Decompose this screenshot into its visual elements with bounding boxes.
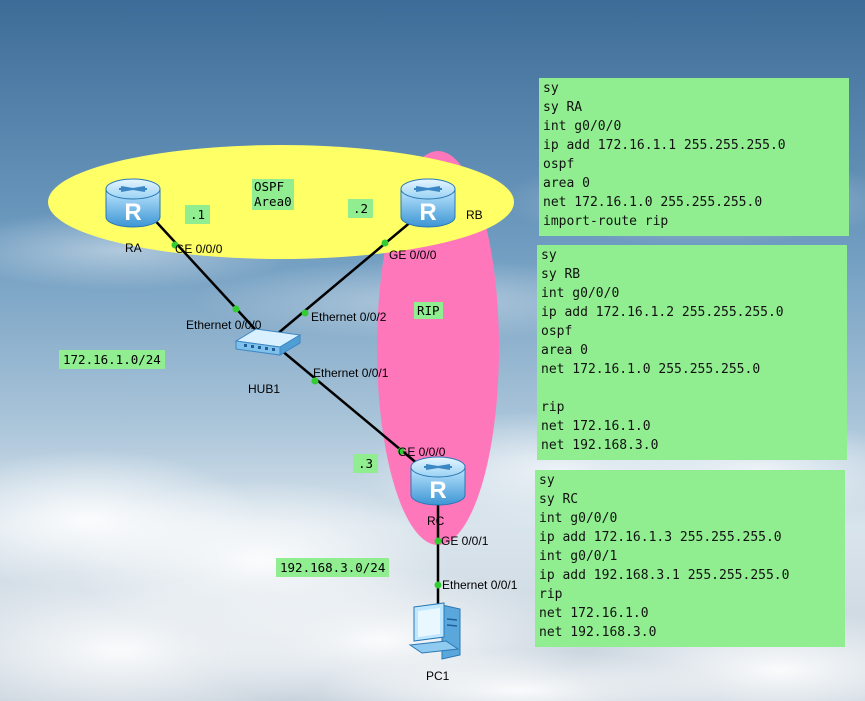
port-dot-ra	[171, 241, 179, 249]
config-line: int g0/0/0	[543, 119, 622, 134]
router-icon[interactable]: R	[400, 178, 456, 228]
rip-zone-label: RIP	[414, 302, 443, 319]
device-name-rb: RB	[466, 208, 483, 222]
config-line: ospf	[543, 157, 575, 172]
config-line: ospf	[541, 324, 573, 339]
config-line: net 172.16.1.0	[541, 419, 651, 434]
port-label-rb-ge: GE 0/0/0	[389, 248, 437, 262]
config-line: ip add 172.16.1.3 255.255.255.0	[539, 530, 782, 545]
port-label-hub-e2: Ethernet 0/0/2	[311, 310, 387, 324]
config-line: rip	[539, 587, 563, 602]
config-line: area 0	[543, 176, 590, 191]
network-lan2-label: 192.168.3.0/24	[276, 558, 390, 577]
config-line: ip add 192.168.3.1 255.255.255.0	[539, 568, 790, 583]
ospf-label-line1: OSPF	[254, 179, 285, 194]
config-line: net 172.16.1.0 255.255.255.0	[541, 362, 761, 377]
config-line: sy	[543, 81, 559, 96]
link-hub-rc	[274, 344, 438, 481]
svg-text:R: R	[124, 199, 141, 226]
port-dot-pc	[434, 581, 442, 589]
svg-text:R: R	[419, 199, 436, 226]
port-dot-hub-e1	[311, 377, 319, 385]
network-lan1-label: 172.16.1.0/24	[59, 350, 165, 369]
config-line: rip	[541, 400, 565, 415]
config-line: import-route rip	[543, 214, 669, 229]
config-line: sy	[541, 248, 557, 263]
rc-ip-suffix: .3	[353, 454, 379, 473]
port-label-hub-e1: Ethernet 0/0/1	[313, 366, 389, 380]
link-ra-hub	[149, 214, 266, 341]
port-dots	[171, 239, 442, 589]
config-panel-rc: sy sy RC int g0/0/0 ip add 172.16.1.3 255.2…	[535, 470, 845, 647]
port-label-rc-ge0: GE 0/0/0	[398, 445, 446, 459]
device-name-hub: HUB1	[248, 382, 281, 396]
link-rb-hub	[269, 209, 426, 341]
device-name-ra: RA	[125, 241, 142, 255]
hub-icon[interactable]	[234, 328, 302, 356]
config-line: sy RB	[541, 267, 581, 282]
config-line: int g0/0/0	[541, 286, 620, 301]
port-dot-rb	[381, 239, 389, 247]
config-line: int g0/0/0	[539, 511, 618, 526]
config-line: sy RA	[543, 100, 583, 115]
port-label-ra-ge: GE 0/0/0	[175, 242, 223, 256]
device-name-rc: RC	[427, 514, 445, 528]
port-dot-rc-ge0	[397, 447, 405, 455]
config-line: ip add 172.16.1.1 255.255.255.0	[543, 138, 786, 153]
router-icon[interactable]: R	[105, 178, 161, 228]
router-icon[interactable]: R	[410, 456, 466, 506]
config-line	[541, 379, 843, 398]
config-line: net 192.168.3.0	[541, 438, 659, 453]
config-line: net 192.168.3.0	[539, 625, 657, 640]
config-line: int g0/0/1	[539, 549, 618, 564]
config-panel-rb: sy sy RB int g0/0/0 ip add 172.16.1.2 255.2…	[537, 245, 847, 460]
config-line: sy	[539, 473, 555, 488]
port-dot-hub-e2	[301, 309, 309, 317]
config-line: ip add 172.16.1.2 255.255.255.0	[541, 305, 784, 320]
config-line: net 172.16.1.0	[539, 606, 649, 621]
port-dot-rc-ge1	[434, 537, 442, 545]
ospf-label-line2: Area0	[254, 193, 292, 209]
ospf-zone-label: OSPF Area0	[252, 179, 294, 210]
rb-ip-suffix: .2	[348, 199, 374, 218]
config-line: area 0	[541, 343, 588, 358]
port-label-pc-e1: Ethernet 0/0/1	[442, 578, 518, 592]
pc-icon[interactable]	[408, 602, 461, 660]
port-dot-hub-e0	[232, 305, 240, 313]
svg-text:R: R	[429, 477, 446, 504]
config-panel-ra: sy sy RA int g0/0/0 ip add 172.16.1.1 255.2…	[539, 78, 849, 236]
port-label-rc-ge1: GE 0/0/1	[441, 534, 489, 548]
port-label-hub-e0: Ethernet 0/0/0	[186, 318, 262, 332]
ra-ip-suffix: .1	[185, 205, 211, 224]
device-name-pc: PC1	[426, 669, 450, 683]
config-line: net 172.16.1.0 255.255.255.0	[543, 195, 763, 210]
config-line: sy RC	[539, 492, 579, 507]
